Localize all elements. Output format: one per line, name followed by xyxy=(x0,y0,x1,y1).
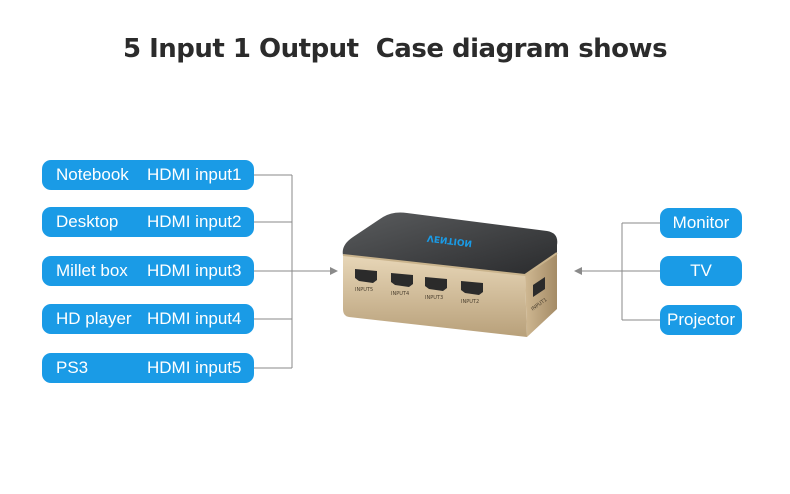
input-port-label: HDMI input3 xyxy=(147,261,242,280)
input-pill-hd-player: HD player HDMI input4 xyxy=(42,304,254,334)
input-port-label: HDMI input5 xyxy=(147,358,242,377)
case-side xyxy=(525,253,557,337)
case-top xyxy=(342,212,558,275)
hdmi-switch-image: VENTION INPUT5 INPUT4 INPUT3 INPUT2 INPU… xyxy=(342,212,558,337)
input-port-label: HDMI input1 xyxy=(147,165,242,184)
input-port-label: HDMI input2 xyxy=(147,212,242,231)
input-device-label: HD player xyxy=(56,309,132,328)
port-label-input4: INPUT4 xyxy=(391,291,409,297)
input-device-label: Notebook xyxy=(56,165,129,184)
port-label-input2: INPUT2 xyxy=(461,299,479,305)
input-arrow-head xyxy=(330,267,338,275)
page-title: 5 Input 1 Output Case diagram shows xyxy=(122,34,668,64)
port-label-input3: INPUT3 xyxy=(425,295,443,301)
input-pill-ps3: PS3 HDMI input5 xyxy=(42,353,254,383)
input-device-label: PS3 xyxy=(56,358,89,377)
port-label-input5: INPUT5 xyxy=(355,287,373,293)
output-arrow-head xyxy=(574,267,582,275)
input-pill-desktop: Desktop HDMI input2 xyxy=(42,207,254,237)
input-device-label: Millet box xyxy=(56,261,128,280)
input-pill-millet-box: Millet box HDMI input3 xyxy=(42,256,254,286)
case-front xyxy=(343,255,527,337)
input-port-label: HDMI input4 xyxy=(147,309,242,328)
output-pill-monitor: Monitor xyxy=(660,208,742,238)
output-pill-projector: Projector xyxy=(660,305,742,335)
output-pill-tv: TV xyxy=(660,256,742,286)
input-pill-notebook: Notebook HDMI input1 xyxy=(42,160,254,190)
input-device-label: Desktop xyxy=(56,212,119,231)
